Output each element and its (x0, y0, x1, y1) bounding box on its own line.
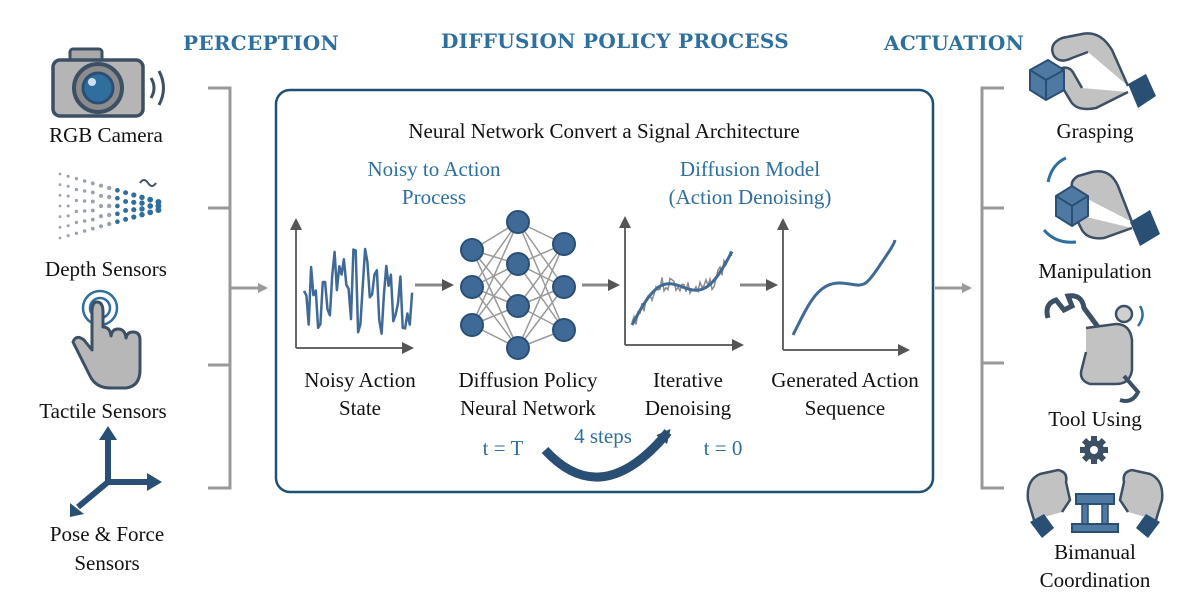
camera-icon (51, 47, 165, 118)
stage-4-label-line1: Generated Action (771, 368, 919, 392)
robot-hand-rotate-icon (1042, 156, 1160, 246)
stage-4-label-line2: Sequence (804, 396, 886, 420)
robot-hand-grasp-icon (1029, 32, 1156, 111)
perception-header: PERCEPTION (183, 31, 340, 55)
actuation-label-bimanual-line2: Coordination (1039, 568, 1151, 592)
stage-2-label-line2: Neural Network (460, 396, 596, 420)
process-box-title: Neural Network Convert a Signal Architec… (408, 119, 800, 143)
stage-1-label-line2: State (339, 396, 381, 420)
point-cloud-icon (58, 172, 162, 240)
steps-arrow (541, 428, 672, 482)
touch-hand-icon (71, 289, 142, 390)
right-caption-line1: Diffusion Model (679, 157, 821, 181)
steps-label: 4 steps (574, 424, 632, 448)
stage-3-label-line2: Denoising (644, 396, 732, 420)
actuation-label-tool-using: Tool Using (1048, 407, 1142, 431)
perception-label-tactile-sensors: Tactile Sensors (39, 399, 167, 423)
neural-network-icon (460, 210, 576, 360)
bimanual-robot-icon (1026, 436, 1164, 538)
stage-2-label-line1: Diffusion Policy (458, 368, 598, 392)
perception-bracket (208, 86, 268, 490)
denoising-chart-icon (619, 216, 744, 351)
stage-1-label-line1: Noisy Action (304, 368, 416, 392)
process-box (274, 88, 935, 494)
actuation-header: ACTUATION (884, 31, 1025, 55)
noisy-signal-chart-icon (290, 218, 414, 354)
axes-icon (70, 426, 162, 517)
actuation-bracket (935, 86, 1004, 490)
left-caption-line2: Process (401, 185, 467, 209)
stage-3-label-line1: Iterative (653, 368, 723, 392)
actuation-label-bimanual-line1: Bimanual (1054, 540, 1136, 564)
robot-hand-wrench-icon (1044, 293, 1144, 403)
perception-label-pose-force-line1: Pose & Force (49, 522, 165, 546)
right-caption-line2: (Action Denoising) (668, 185, 832, 209)
actuation-label-manipulation: Manipulation (1038, 259, 1152, 283)
perception-label-rgb-camera: RGB Camera (49, 123, 163, 147)
t-start-label: t = T (482, 436, 524, 460)
left-caption-line1: Noisy to Action (367, 157, 501, 181)
actuation-label-grasping: Grasping (1056, 119, 1134, 143)
perception-label-pose-force-line2: Sensors (74, 551, 140, 575)
smooth-curve-chart-icon (777, 218, 910, 356)
t-end-label: t = 0 (703, 436, 743, 460)
perception-label-depth-sensors: Depth Sensors (45, 257, 167, 281)
process-header: DIFFUSION POLICY PROCESS (441, 29, 789, 53)
